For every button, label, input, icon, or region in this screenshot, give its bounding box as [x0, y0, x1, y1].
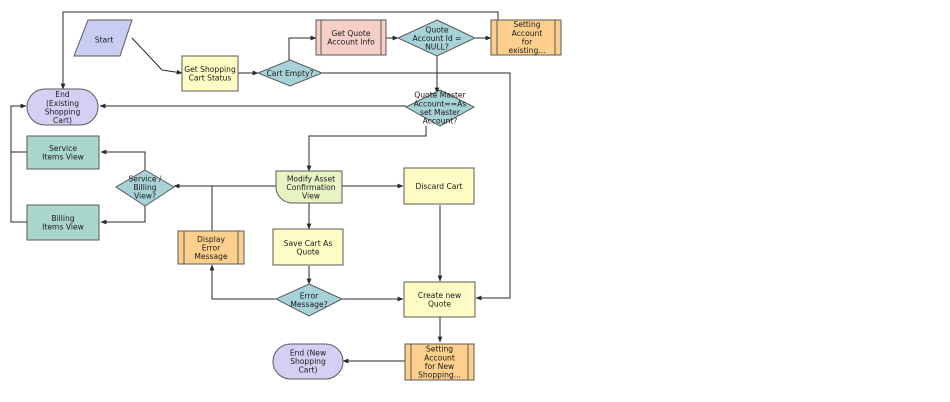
node-label-line: Shopping [45, 107, 81, 116]
node-label-line: for [522, 37, 533, 46]
node-label-line: Service [49, 144, 77, 153]
edge-setting-existing-to-end-existing [60, 11, 499, 90]
edge-master-to-modify [306, 126, 427, 172]
edge-service-billing-to-billing-view [100, 206, 146, 225]
node-label-line: Setting [426, 345, 453, 354]
edge-service-view-to-end [10, 103, 27, 153]
edge-cart-empty-to-create-quote [322, 72, 511, 301]
node-label-line: Account [424, 353, 455, 362]
node-label-line: Display [197, 235, 225, 244]
node-label-line: Get Quote [331, 29, 370, 38]
node-label-line: Message [194, 252, 228, 261]
node-label-line: Account Info [327, 37, 375, 46]
node-label-line: Message? [290, 300, 327, 309]
edge-start-to-cart-status [131, 37, 183, 75]
node-label-line: Cart) [53, 116, 72, 125]
node-label-line: Items View [42, 222, 84, 231]
edge-billing-view-to-end [10, 152, 27, 223]
edge-error-to-display-error [209, 264, 277, 300]
node-label-line: Modify Asset [287, 175, 335, 184]
node-label: Start [95, 36, 114, 45]
node-label-line: Billing [51, 214, 74, 223]
edge-service-billing-to-service-view [100, 149, 146, 170]
node-label: Cart Empty? [267, 69, 314, 78]
node-label-line: Quote Master [414, 91, 466, 100]
node-label-line: Cart Empty? [267, 69, 314, 78]
node-start[interactable]: Start [73, 19, 133, 57]
node-label-line: Quote [296, 247, 319, 256]
node-label-line: Account Id = [413, 34, 462, 43]
node-label-line: Setting [513, 20, 540, 29]
node-discard-cart[interactable]: Discard Cart [403, 167, 475, 205]
node-label-line: Create new [418, 291, 461, 300]
node-label-line: View? [134, 192, 156, 201]
node-label-line: Shopping [290, 357, 326, 366]
node-label-line: for New [425, 362, 454, 371]
node-label-line: Confirmation [286, 183, 335, 192]
node-label-line: NULL? [425, 43, 449, 52]
node-label-line: Discard Cart [415, 182, 462, 191]
node-label-line: Account? [423, 117, 458, 126]
node-label-line: Service / [128, 175, 161, 184]
edge-cart-empty-to-get-quote [288, 35, 317, 62]
node-cart-empty-decision[interactable]: Cart Empty? [256, 59, 324, 87]
node-label-line: (Existing [46, 99, 79, 108]
node-label-line: Start [95, 36, 114, 45]
node-label-line: Quote [425, 26, 448, 35]
node-label-line: Error [300, 291, 319, 300]
node-label-line: View [302, 192, 320, 201]
node-label-line: Account==As [414, 99, 467, 108]
node-label-line: set Master [420, 108, 461, 117]
node-label-line: Cart Status [189, 73, 232, 82]
node-label-line: Items View [42, 152, 84, 161]
node-label-line: existing... [508, 46, 545, 55]
node-label-line: Get Shopping [184, 65, 236, 74]
node-label-line: Shopping... [418, 371, 461, 380]
node-label-line: Cart) [298, 366, 317, 375]
node-label-line: Account [512, 29, 543, 38]
node-label-line: Error [202, 244, 221, 253]
node-label-line: Save Cart As [284, 239, 333, 248]
node-label-line: End (New [290, 349, 326, 358]
node-label-line: End [55, 90, 70, 99]
node-label-line: Billing [133, 183, 156, 192]
node-label: Discard Cart [415, 182, 462, 191]
node-label-line: Quote [428, 299, 451, 308]
